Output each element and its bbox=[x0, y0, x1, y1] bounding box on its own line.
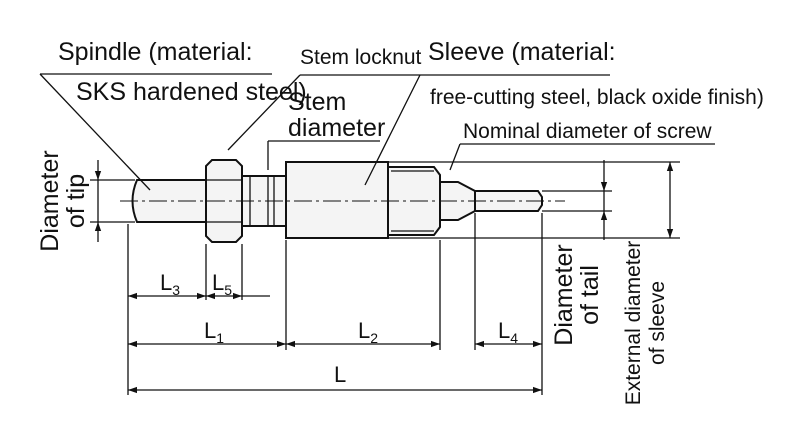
length-dimensions bbox=[127, 213, 543, 395]
leader-lines bbox=[39, 73, 715, 191]
dim-L3: L3 bbox=[160, 270, 180, 298]
stem-diameter-label-line2: diameter bbox=[288, 114, 385, 142]
callout-labels: Spindle (material: SKS hardened steel) S… bbox=[36, 38, 764, 405]
sleeve-label-line1: Sleeve (material: bbox=[428, 38, 616, 66]
dim-L5: L5 bbox=[212, 270, 232, 298]
part-body bbox=[120, 159, 565, 243]
dimension-labels: L3 L5 L1 L2 L4 L bbox=[160, 270, 518, 387]
spindle-label-line1: Spindle (material: bbox=[58, 38, 253, 66]
diameter-of-tip-label-line2: of tip bbox=[62, 174, 90, 228]
diameter-of-tail-label-line1: Diameter bbox=[550, 244, 578, 345]
dim-L2: L2 bbox=[358, 318, 378, 346]
spindle-label-line2: SKS hardened steel) bbox=[76, 78, 307, 106]
stem-diameter-label-line1: Stem bbox=[288, 88, 346, 116]
diameter-of-tail-label-line2: of tail bbox=[576, 265, 604, 325]
sleeve-label-line2: free-cutting steel, black oxide finish) bbox=[430, 86, 764, 109]
diameter-dimensions bbox=[90, 160, 680, 242]
stem-locknut-label: Stem locknut bbox=[300, 46, 422, 69]
dim-L4: L4 bbox=[498, 318, 518, 346]
sleeve-body bbox=[285, 161, 389, 239]
diameter-of-tip-label-line1: Diameter bbox=[36, 150, 64, 251]
nominal-diameter-label: Nominal diameter of screw bbox=[463, 120, 712, 143]
external-diameter-label-line2: of sleeve bbox=[646, 281, 669, 365]
external-diameter-label-line1: External diameter bbox=[622, 241, 645, 406]
dim-L: L bbox=[334, 362, 346, 387]
dim-L1: L1 bbox=[204, 318, 224, 346]
